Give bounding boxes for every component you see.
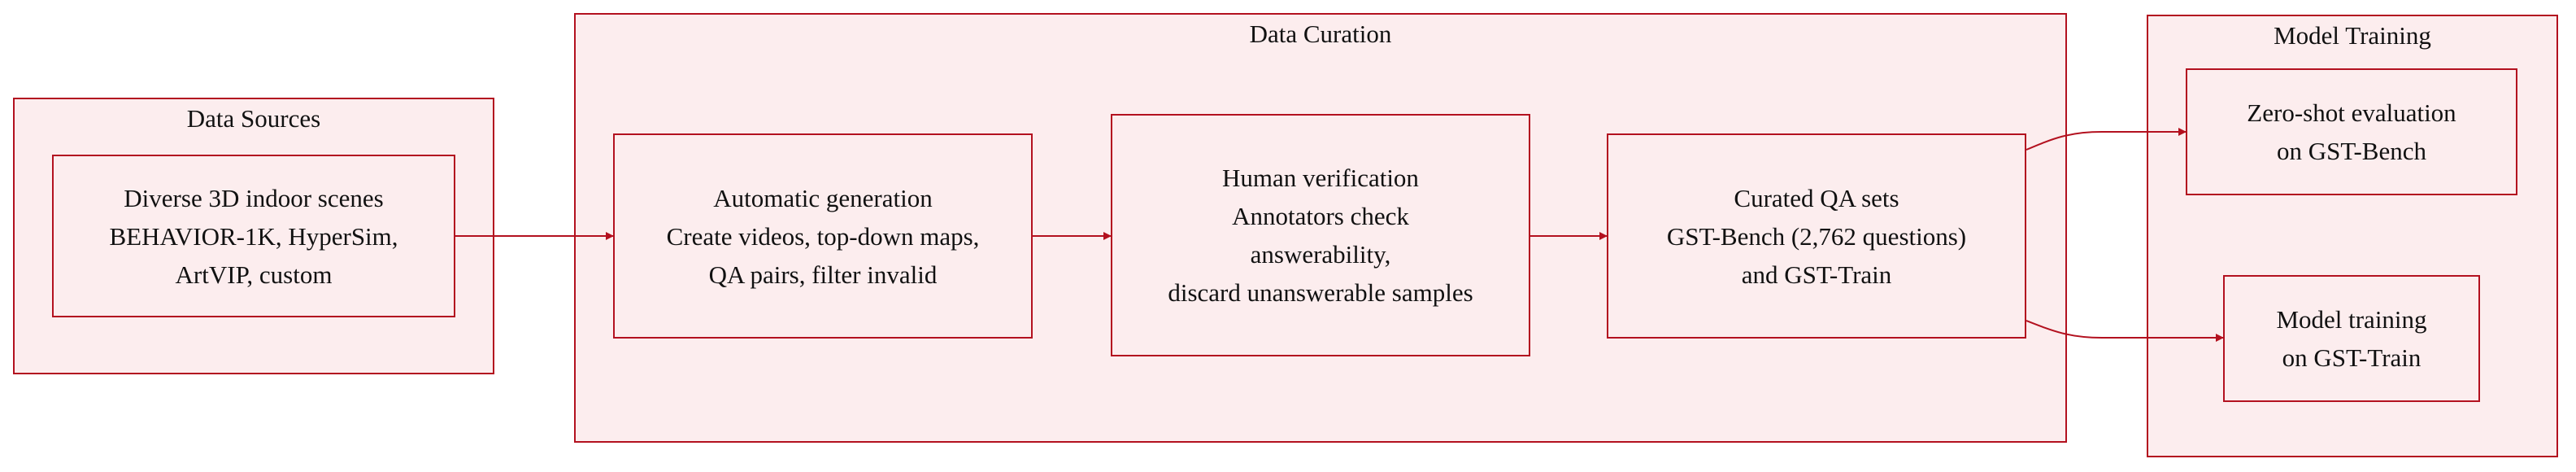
node-human-verification-line-3: answerability,: [1250, 240, 1391, 269]
node-model-training-line-1: Model training: [2276, 305, 2427, 334]
node-human-verification-line-1: Human verification: [1222, 164, 1419, 192]
node-model-training-line-2: on GST-Train: [2282, 343, 2422, 372]
node-curated-qa-sets-line-1: Curated QA sets: [1734, 183, 1899, 212]
node-human-verification-line-4: discard unanswerable samples: [1168, 278, 1473, 307]
group-title-model-training: Model Training: [2274, 21, 2431, 50]
group-title-data-curation: Data Curation: [1249, 20, 1392, 48]
node-human-verification-line-2: Annotators check: [1232, 202, 1409, 230]
node-zero-shot-evaluation: Zero-shot evaluation on GST-Bench: [2186, 68, 2517, 195]
node-indoor-scenes-line-1: Diverse 3D indoor scenes: [124, 183, 384, 212]
node-human-verification: Human verification Annotators check answ…: [1111, 114, 1530, 356]
node-indoor-scenes-line-3: ArtVIP, custom: [175, 260, 333, 289]
node-automatic-generation-line-3: QA pairs, filter invalid: [708, 260, 938, 289]
node-zero-shot-evaluation-line-1: Zero-shot evaluation: [2247, 98, 2456, 127]
node-indoor-scenes-line-2: BEHAVIOR-1K, HyperSim,: [109, 221, 398, 251]
node-curated-qa-sets: Curated QA sets GST-Bench (2,762 questio…: [1607, 133, 2026, 339]
node-indoor-scenes: Diverse 3D indoor scenes BEHAVIOR-1K, Hy…: [52, 155, 455, 317]
node-curated-qa-sets-line-2: GST-Bench (2,762 questions): [1666, 221, 1967, 251]
node-curated-qa-sets-line-3: and GST-Train: [1741, 260, 1892, 289]
node-automatic-generation-line-2: Create videos, top-down maps,: [666, 221, 980, 251]
node-model-training: Model training on GST-Train: [2223, 275, 2480, 402]
node-automatic-generation-line-1: Automatic generation: [713, 183, 933, 212]
node-automatic-generation: Automatic generation Create videos, top-…: [613, 133, 1033, 339]
group-title-data-sources: Data Sources: [186, 104, 321, 133]
node-zero-shot-evaluation-line-2: on GST-Bench: [2277, 137, 2426, 165]
